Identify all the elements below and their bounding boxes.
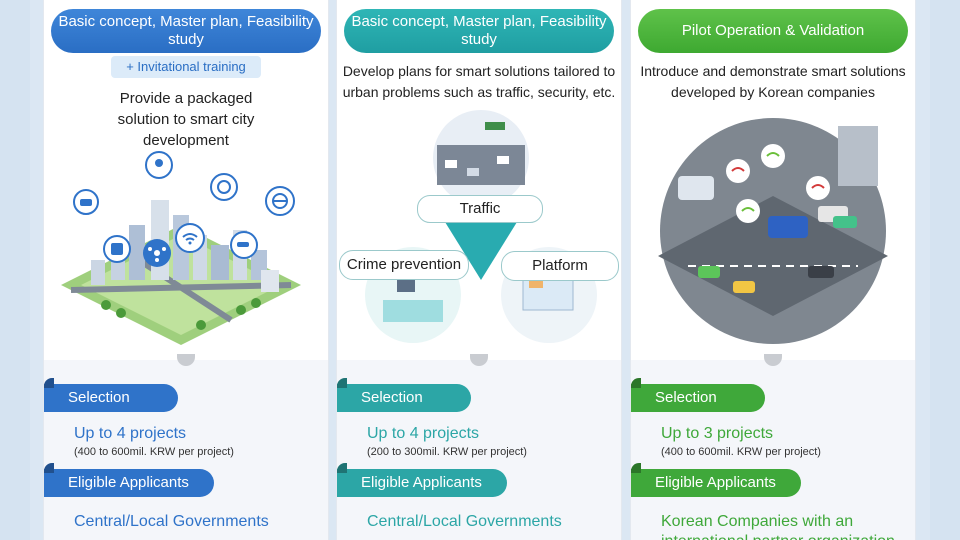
page-frame-right [930, 0, 960, 540]
globe-icon [264, 185, 296, 222]
selection-value: Up to 4 projects [74, 425, 187, 442]
intersection-illustration [658, 118, 888, 344]
selection-label: Selection [631, 384, 765, 412]
location-pin-icon [144, 150, 174, 185]
chevron-down-icon [177, 354, 195, 366]
wifi-icon [174, 222, 206, 259]
taxi-icon [72, 188, 100, 221]
network-icon [141, 237, 173, 274]
bus-icon [102, 234, 132, 269]
column-title: Basic concept, Master plan, Feasibility … [344, 9, 614, 53]
bubble-traffic: Traffic [417, 195, 543, 223]
column-title: Pilot Operation & Validation [638, 9, 908, 53]
selection-value: Up to 4 projects [367, 425, 480, 442]
smart-city-illustration [61, 200, 301, 345]
selection-label: Selection [337, 384, 471, 412]
chevron-down-icon [470, 354, 488, 366]
selection-value: Up to 3 projects [661, 425, 774, 442]
column-masterplan-training: Basic concept, Master plan, Feasibility … [43, 0, 329, 540]
eligible-value-line2: international partner organization [661, 532, 895, 540]
column-description: Provide a packaged solution to smart cit… [117, 90, 255, 149]
selection-budget: (400 to 600mil. KRW per project) [74, 446, 234, 458]
invitational-training-tag: + Invitational training [111, 56, 261, 78]
page-frame-left [0, 0, 30, 540]
column-title: Basic concept, Master plan, Feasibility … [51, 9, 321, 53]
eligible-value-line1: Korean Companies with an [661, 513, 854, 530]
selection-label: Selection [44, 384, 178, 412]
cctv-icon [229, 230, 259, 265]
selection-budget: (400 to 600mil. KRW per project) [661, 446, 821, 458]
target-icon [209, 172, 239, 207]
solutions-diagram [365, 110, 597, 343]
eligible-label: Eligible Applicants [337, 469, 507, 497]
column-description: Develop plans for smart solutions tailor… [342, 63, 616, 100]
eligible-label: Eligible Applicants [631, 469, 801, 497]
selection-budget: (200 to 300mil. KRW per project) [367, 446, 527, 458]
bubble-platform: Platform [501, 251, 619, 281]
eligible-value: Central/Local Governments [367, 513, 562, 530]
eligible-value: Central/Local Governments [74, 513, 269, 530]
eligible-label: Eligible Applicants [44, 469, 214, 497]
bubble-crime-prevention: Crime prevention [339, 250, 469, 280]
chevron-down-icon [764, 354, 782, 366]
column-pilot-operation: Pilot Operation & Validation Introduce a… [630, 0, 916, 540]
column-description: Introduce and demonstrate smart solution… [640, 63, 906, 100]
column-masterplan-solutions: Basic concept, Master plan, Feasibility … [336, 0, 622, 540]
